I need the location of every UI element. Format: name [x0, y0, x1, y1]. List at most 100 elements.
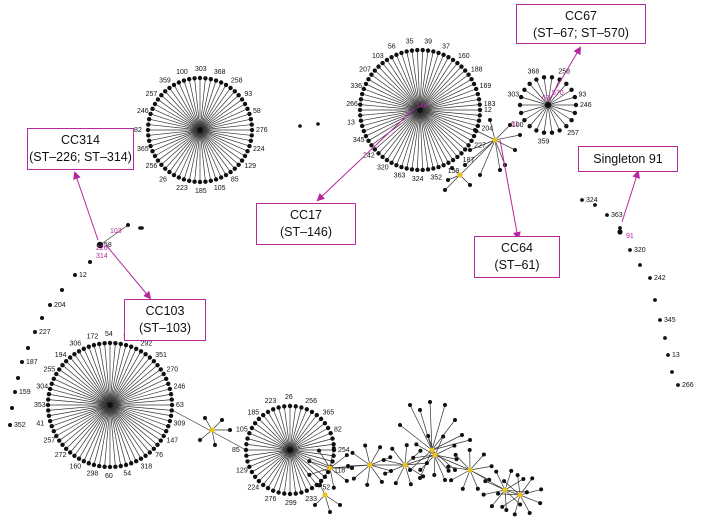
chain-cluster-leaf [524, 490, 529, 495]
chain-cluster-edge [433, 454, 436, 476]
diag-node [126, 223, 130, 227]
cluster-cc17-leaf [459, 151, 464, 156]
cluster-lower-left-edge [109, 404, 151, 453]
cluster-lower-right-edge [431, 434, 463, 451]
cluster-lower-left-leaf [123, 342, 129, 348]
cluster-cc17-leaf [477, 102, 482, 107]
cluster-lower-left-leaf [49, 424, 54, 429]
cluster-lower-right-edge [431, 404, 446, 451]
cluster-lower-middle-edge [289, 449, 297, 494]
cluster-cc17-edge [419, 109, 454, 161]
cluster-lower-left-edge [109, 404, 142, 459]
cluster-lower-left-leaf [163, 429, 169, 434]
cluster-lower-middle-leaf-label: 276 [265, 496, 277, 503]
cluster-cc67-leaf-label: 258 [558, 68, 570, 75]
cluster-cc17-leaf-label: 242 [363, 152, 375, 159]
cluster-cc17-leaf [399, 50, 404, 56]
chain-cluster-leaf [538, 501, 543, 506]
callout-cc314-title: CC314 [61, 133, 100, 147]
cluster-lower-right-leaf [468, 438, 472, 442]
cluster-lower-left-leaf-label: 147 [166, 438, 178, 445]
chain-cluster-leaf [424, 461, 429, 466]
cluster-cc67-leaf-label: 359 [538, 139, 550, 146]
cluster-lower-right-edge [429, 401, 433, 451]
cluster-lower-left-edge [74, 404, 111, 456]
cluster-cc67-leaf-label: 257 [567, 130, 579, 137]
cluster-lower-middle-leaf-label: 254 [338, 447, 350, 454]
cluster-cc17-leaf [415, 167, 420, 173]
cluster-cc17-leaf [420, 167, 425, 173]
chain-edge [504, 489, 521, 496]
cluster-lower-left-edge [109, 348, 137, 406]
cluster-lower-left-edge [109, 388, 170, 406]
cluster-upper-left-edge [199, 129, 243, 161]
cluster-lower-left-edge [48, 393, 111, 406]
cluster-lower-left-edge [109, 404, 172, 411]
cluster-lower-middle-edge [289, 418, 322, 451]
cluster-upper-left-edge [183, 80, 201, 131]
cluster-lower-middle-leaf [245, 459, 250, 464]
cluster-lower-right-hub [429, 447, 435, 453]
cluster-lower-middle-edge [289, 449, 313, 489]
chain-cluster-hub [367, 462, 373, 468]
cluster-lower-left-edge [93, 404, 111, 465]
cluster-lower-left-leaf-label: 160 [70, 463, 82, 470]
cluster-cc17-edge [419, 109, 449, 164]
cluster-lower-right-edge [419, 409, 433, 451]
cluster-cc17-leaf [446, 54, 451, 60]
callout-cc64: CC64 (ST–61) [474, 236, 560, 278]
cluster-cc17-leaf-label: 13 [347, 119, 355, 126]
cluster-cc17-leaf [394, 162, 399, 168]
highlight-label-91: 91 [626, 233, 634, 240]
diag-label: 159 [19, 389, 31, 396]
cluster-lower-right-leaf [418, 408, 422, 412]
cluster-lower-middle-leaf [247, 464, 252, 470]
chain-cluster-edge [434, 445, 455, 456]
cluster-cc67-leaf [517, 102, 523, 108]
cluster-lower-middle-leaf [299, 405, 304, 410]
cluster-cc17-edge [371, 74, 421, 111]
cluster-lower-left-edge [109, 404, 169, 427]
chain-cluster-leaf [467, 448, 472, 453]
cluster-lower-middle-leaf [287, 491, 293, 497]
chain-cluster-leaf [449, 478, 454, 483]
chain-cluster-edge [364, 445, 371, 466]
cluster-lower-middle-edge [289, 449, 326, 478]
cluster-cc64-hub [492, 137, 498, 143]
cluster-upper-left-edge [199, 103, 246, 131]
cluster-lower-left-leaf-label: 54 [123, 471, 131, 478]
cluster-cc17-edge [360, 109, 421, 122]
cluster-cc17-leaf-label: 187 [463, 157, 475, 164]
cluster-cc17-leaf [372, 147, 378, 152]
cluster-lower-middle-edge [289, 449, 331, 468]
cluster-cc17-edge [416, 109, 421, 170]
singleton-column-label: 242 [654, 275, 666, 282]
cluster-upper-left-edge [178, 82, 201, 131]
chain-cluster-leaf [496, 491, 501, 496]
cluster-lower-middle-edge [267, 449, 291, 489]
cluster-cc64-leaf [478, 173, 482, 177]
cluster-lower-middle-leaf [256, 416, 262, 422]
chain-cluster-edge [469, 465, 492, 471]
cluster-lower-left-edge [59, 369, 111, 406]
cluster-lower-left-leaf [129, 461, 134, 466]
cluster-mid-small-leaf [220, 418, 224, 422]
cluster-lower-left-leaf-label: 306 [70, 341, 82, 348]
cluster-cc17-edge [360, 98, 421, 111]
chain-cluster-edge [413, 454, 436, 459]
cluster-cc17-hub [417, 107, 423, 113]
cluster-cc67-leaf [557, 128, 562, 133]
cluster-cc17-edge [362, 93, 421, 111]
cluster-cc17-leaf [436, 164, 441, 170]
chain-cluster-edge [369, 464, 383, 483]
cluster-upper-left-edge [199, 99, 243, 131]
cluster-cc64-edge [494, 134, 521, 141]
chain-cluster-leaf [344, 453, 349, 458]
singleton-column-node [666, 353, 670, 357]
chain-cluster-edge [517, 475, 521, 496]
cluster-cc17-edge [419, 70, 466, 111]
cluster-mid-small-leaf [213, 443, 217, 447]
cluster-lower-middle-leaf [314, 412, 319, 418]
diag-node [20, 360, 24, 364]
cluster-cc67-edge [547, 104, 553, 133]
